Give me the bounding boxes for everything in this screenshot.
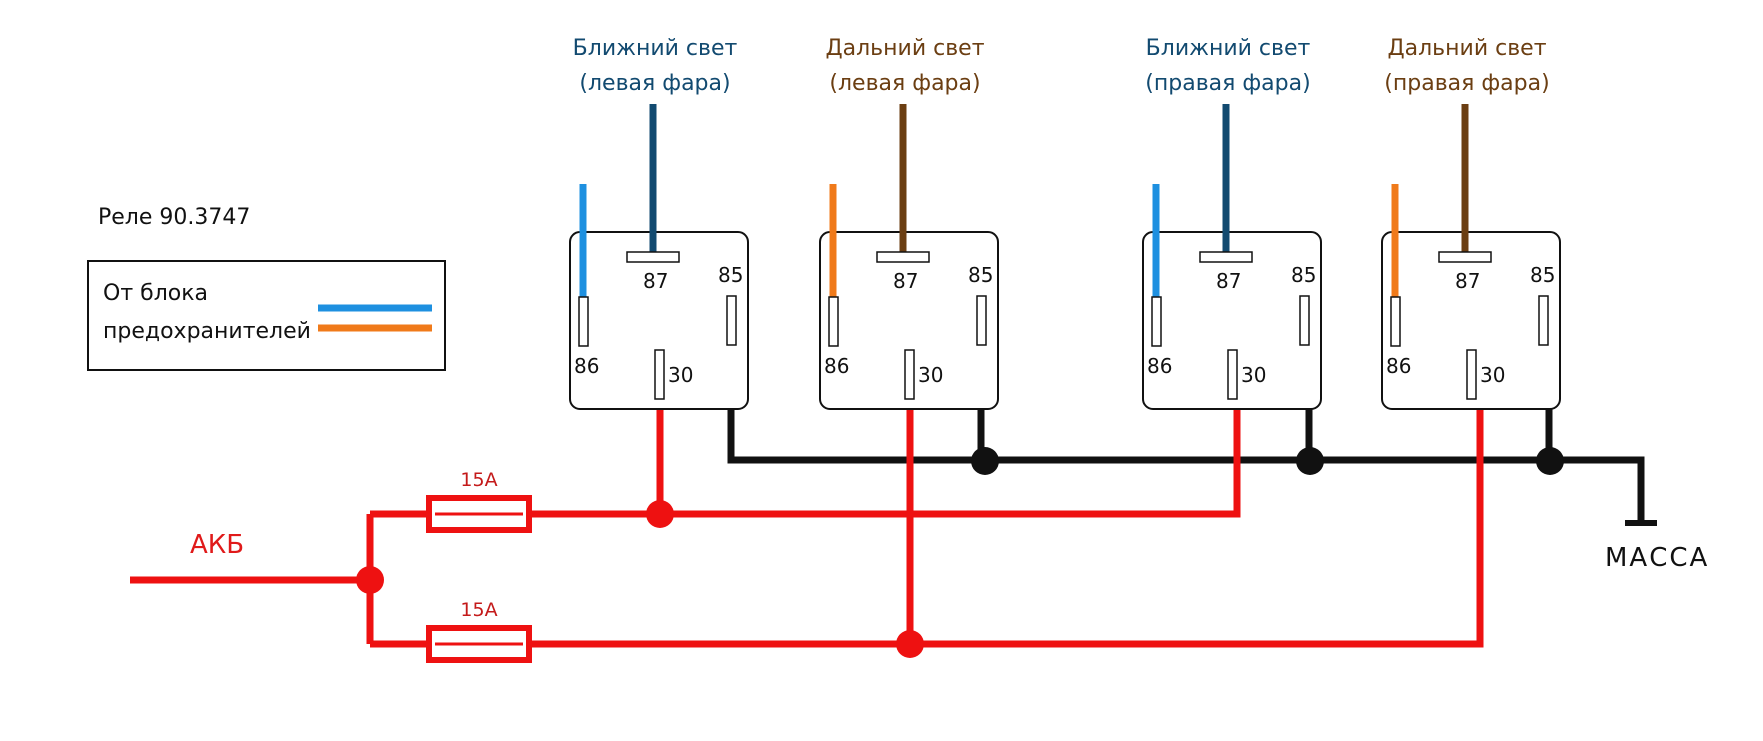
relay-3-terminal-30 [1227, 349, 1238, 400]
relay-2-caption-line-2: (левая фара) [829, 71, 980, 96]
relay-3-body [1142, 231, 1322, 410]
relay-2-pin-85-label: 85 [968, 263, 993, 287]
ground-junction-1 [971, 447, 999, 475]
ground-junction-3 [1536, 447, 1564, 475]
power-junction-lower [896, 630, 924, 658]
relay-3-caption-line-2: (правая фара) [1145, 71, 1310, 96]
relay-3-terminal-86 [1151, 296, 1162, 347]
relay-4-pin-86-label: 86 [1386, 354, 1411, 378]
relay-2-terminal-30 [904, 349, 915, 400]
power-wiring: АКБ [130, 401, 1484, 658]
relay-4-pin-87-label: 87 [1455, 269, 1480, 293]
relay-4-terminal-86 [1390, 296, 1401, 347]
relay-1-pin-85-label: 85 [718, 263, 743, 287]
relay-1-body [569, 231, 749, 410]
relay-4-caption-line-1: Дальний свет [1387, 36, 1546, 61]
relay-4-terminal-87 [1438, 251, 1492, 263]
relay-2-terminal-87 [876, 251, 930, 263]
relay-4-terminal-85 [1538, 295, 1549, 346]
relay-4-terminal-30 [1466, 349, 1477, 400]
ground-label: МАССА [1605, 543, 1709, 573]
relay-2-terminal-85 [976, 295, 987, 346]
relay-4-body [1381, 231, 1561, 410]
relay-1-terminal-30 [654, 349, 665, 400]
relay-3-pin-86-label: 86 [1147, 354, 1172, 378]
relay-4-pin-30-label: 30 [1480, 363, 1505, 387]
fuse-upper: 15A [426, 469, 532, 533]
relay-4: Дальний свет (правая фара) 87 85 86 30 [1381, 36, 1561, 410]
diagram-title: Реле 90.3747 [98, 205, 250, 230]
relay-1-terminal-87 [626, 251, 680, 263]
relay-2-caption-line-1: Дальний свет [825, 36, 984, 61]
legend-box [87, 260, 446, 371]
relay-2-terminal-86 [828, 296, 839, 347]
fuse-upper-label: 15A [460, 469, 497, 491]
relay-1-pin-30-label: 30 [668, 363, 693, 387]
relay-3-terminal-87 [1199, 251, 1253, 263]
relay-2-body [819, 231, 999, 410]
legend: От блока предохранителей [87, 260, 446, 371]
relay-4-caption-line-2: (правая фара) [1384, 71, 1549, 96]
power-junction-battery [356, 566, 384, 594]
legend-line-2: предохранителей [103, 319, 311, 344]
relay-1-terminal-85 [726, 295, 737, 346]
power-line-lower [370, 401, 1484, 648]
relay-2: Дальний свет (левая фара) 87 85 86 30 [819, 36, 999, 410]
relay-3: Ближний свет (правая фара) 87 85 86 30 [1142, 36, 1322, 410]
relay-1: Ближний свет (левая фара) 87 85 86 30 [569, 36, 749, 410]
power-junction-upper [646, 500, 674, 528]
relay-3-terminal-85 [1299, 295, 1310, 346]
ground-junction-2 [1296, 447, 1324, 475]
relay-3-pin-85-label: 85 [1291, 263, 1316, 287]
relay-2-pin-86-label: 86 [824, 354, 849, 378]
fuse-lower: 15A [426, 599, 532, 663]
relay-3-caption-line-1: Ближний свет [1146, 36, 1311, 61]
relay-1-caption-line-1: Ближний свет [573, 36, 738, 61]
relay-3-pin-87-label: 87 [1216, 269, 1241, 293]
battery-label: АКБ [190, 530, 244, 560]
relay-1-pin-86-label: 86 [574, 354, 599, 378]
relay-3-pin-30-label: 30 [1241, 363, 1266, 387]
legend-line-1: От блока [103, 281, 208, 306]
relay-1-caption-line-2: (левая фара) [579, 71, 730, 96]
relay-1-pin-87-label: 87 [643, 269, 668, 293]
fuse-lower-label: 15A [460, 599, 497, 621]
relay-2-pin-87-label: 87 [893, 269, 918, 293]
relay-4-pin-85-label: 85 [1530, 263, 1555, 287]
relay-2-pin-30-label: 30 [918, 363, 943, 387]
relay-1-terminal-86 [578, 296, 589, 347]
